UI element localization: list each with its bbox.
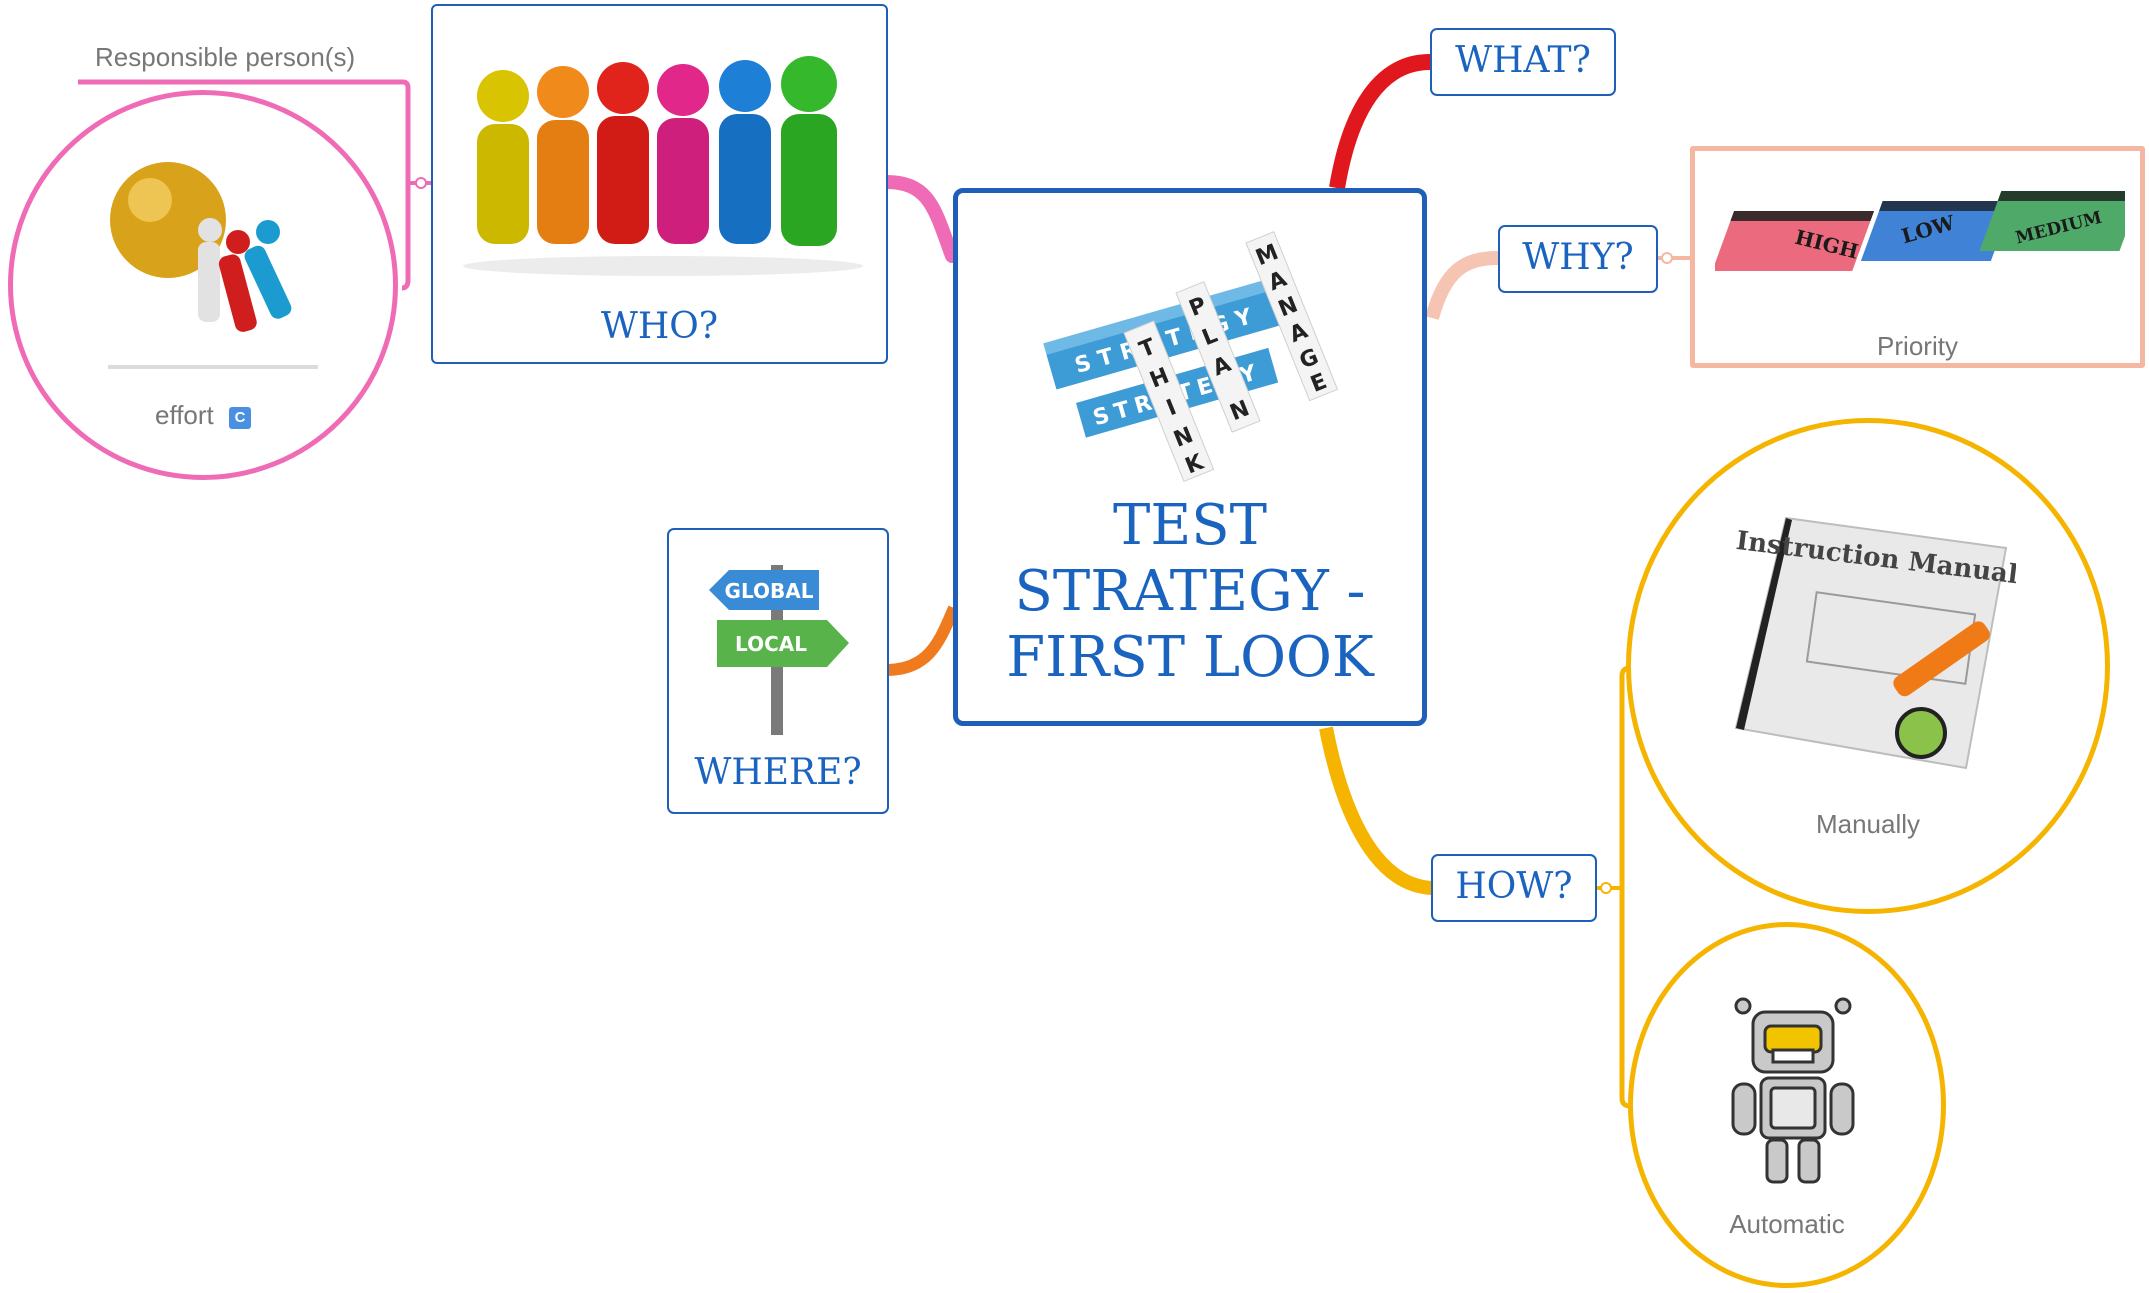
topic-collapse-icon[interactable] (1661, 252, 1673, 264)
central-title-line: TEST (1113, 493, 1267, 558)
manually-node[interactable]: Instruction Manual Manually (1626, 418, 2110, 914)
central-title-line: FIRST LOOK (1006, 625, 1374, 690)
effort-label: effort C (13, 400, 393, 431)
global-sign-text: GLOBAL (725, 579, 814, 603)
manually-label: Manually (1815, 809, 1921, 839)
how-node[interactable]: HOW? (1431, 854, 1597, 922)
effort-badge[interactable]: C (229, 407, 251, 429)
instruction-manual-icon: Instruction Manual (1734, 516, 2016, 770)
what-branch-connector (1329, 54, 1431, 190)
automatic-node[interactable]: Automatic (1628, 922, 1946, 1288)
effort-node[interactable]: effort C (8, 90, 398, 480)
where-label: WHERE? (694, 752, 862, 793)
robot-icon (1731, 997, 1855, 1184)
why-node[interactable]: WHY? (1498, 225, 1658, 293)
how-children-bracket (1619, 665, 1631, 1109)
who-node[interactable]: WHO? (431, 4, 888, 364)
priority-label: Priority (1877, 331, 1958, 361)
priority-cards-icon: HIGH LOW MEDIUM (1715, 191, 2125, 271)
topic-collapse-icon[interactable] (415, 177, 427, 189)
who-branch-connector (879, 175, 959, 263)
how-label: HOW? (1455, 866, 1573, 907)
effort-text: effort (154, 400, 214, 430)
who-children-bracket (78, 79, 411, 291)
central-title-line: STRATEGY - (1014, 559, 1366, 624)
why-branch-connector (1425, 251, 1499, 320)
what-label: WHAT? (1455, 40, 1591, 81)
priority-node[interactable]: HIGH LOW MEDIUM Priority (1690, 146, 2145, 368)
central-topic-title: TEST STRATEGY - FIRST LOOK (958, 493, 1422, 691)
how-branch-connector (1319, 726, 1433, 895)
who-label: WHO? (600, 306, 719, 347)
why-label: WHY? (1522, 237, 1634, 278)
team-people-icon (463, 56, 863, 276)
what-node[interactable]: WHAT? (1430, 28, 1616, 96)
topic-collapse-icon[interactable] (1600, 882, 1612, 894)
automatic-label: Automatic (1729, 1209, 1845, 1239)
responsible-persons-label[interactable]: Responsible person(s) (95, 42, 356, 72)
local-sign-text: LOCAL (735, 632, 807, 656)
where-branch-connector (885, 605, 960, 676)
where-node[interactable]: GLOBAL LOCAL WHERE? (667, 528, 889, 814)
pushing-ball-icon (108, 162, 318, 369)
global-local-sign-icon: GLOBAL LOCAL (709, 565, 849, 735)
